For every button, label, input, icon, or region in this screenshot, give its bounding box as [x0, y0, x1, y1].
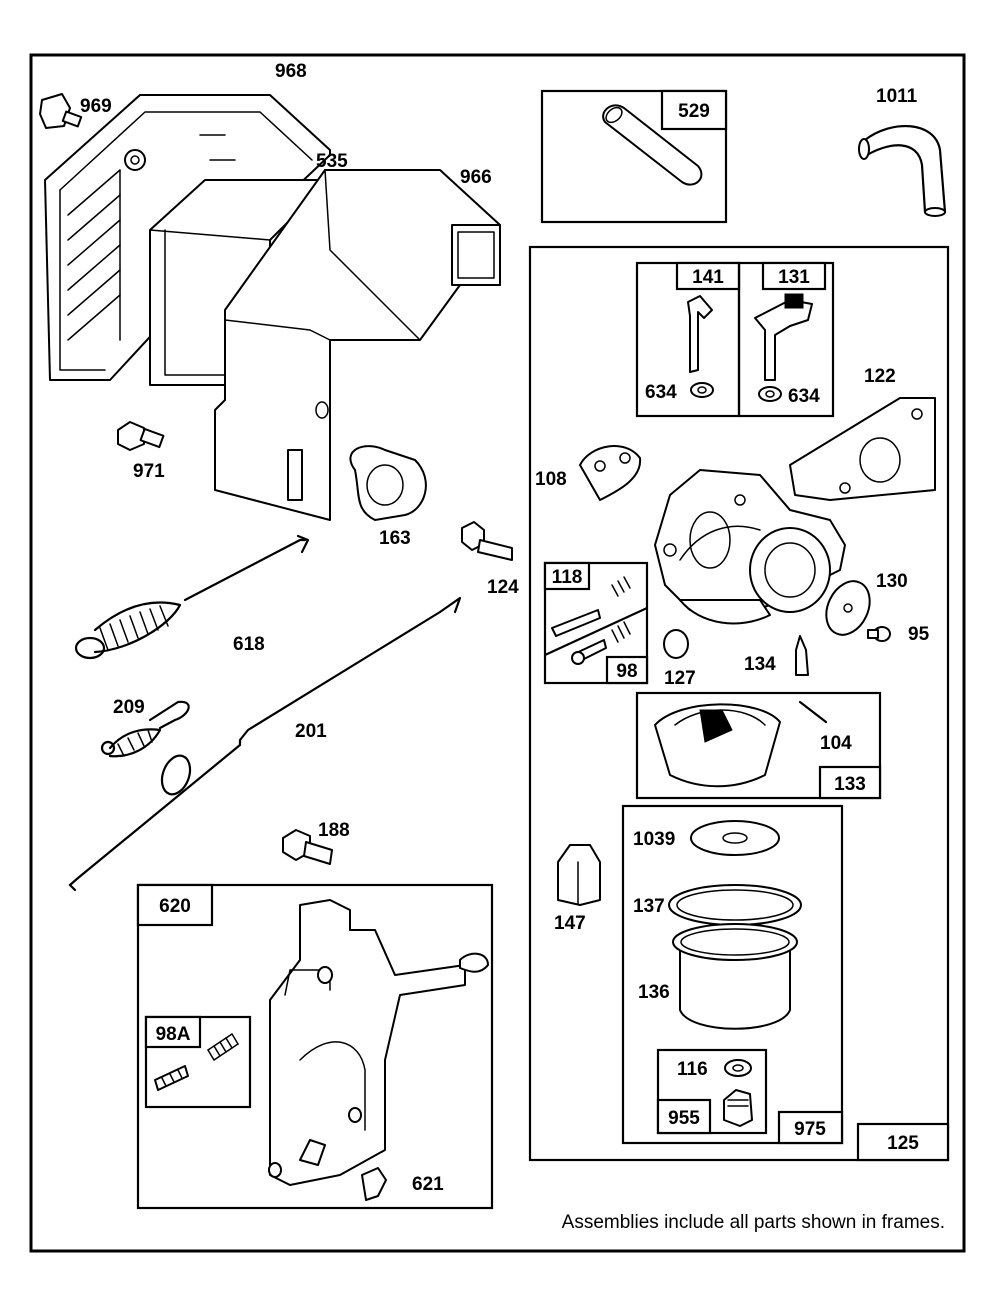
frame-529 — [540, 89, 728, 224]
label-136: 136 — [638, 982, 670, 1003]
stud-124 — [461, 521, 513, 561]
label-955: 955 — [668, 1108, 700, 1129]
gasket-163 — [349, 445, 427, 521]
welch-plug-127 — [663, 629, 689, 659]
label-535: 535 — [316, 151, 348, 172]
governor-bracket-620 — [268, 899, 489, 1186]
label-108: 108 — [535, 469, 567, 490]
bolt-971 — [117, 421, 165, 451]
label-127: 127 — [664, 668, 696, 689]
label-130: 130 — [876, 571, 908, 592]
bolt-188 — [282, 829, 333, 865]
disc-130 — [825, 580, 871, 636]
choke-shaft-131 — [754, 293, 813, 402]
elbow-hose-1011 — [858, 124, 947, 217]
insulator-122 — [789, 397, 936, 501]
outer-border — [29, 53, 966, 1253]
label-975: 975 — [794, 1119, 826, 1140]
label-969: 969 — [80, 96, 112, 117]
governor-link-201 — [68, 596, 462, 892]
label-98a: 98A — [156, 1024, 191, 1045]
label-966: 966 — [460, 167, 492, 188]
nut-147 — [557, 844, 601, 906]
air-cleaner-cover-966 — [214, 169, 501, 521]
label-621: 621 — [412, 1174, 444, 1195]
needle-134 — [795, 635, 809, 676]
spring-618 — [74, 534, 310, 660]
frame-620 — [136, 883, 494, 1210]
spring-209 — [100, 700, 190, 758]
label-634-a: 634 — [645, 382, 677, 403]
label-134: 134 — [744, 654, 776, 675]
bowl-nut-955 — [723, 1089, 753, 1127]
bowl-gasket-137 — [668, 884, 802, 926]
screw-95 — [867, 626, 891, 642]
carburetor-body — [654, 469, 846, 625]
label-124: 124 — [487, 577, 519, 598]
label-137: 137 — [633, 896, 665, 917]
footnote: Assemblies include all parts shown in fr… — [562, 1212, 945, 1233]
label-618: 618 — [233, 634, 265, 655]
plate-108 — [579, 445, 642, 501]
label-620: 620 — [159, 896, 191, 917]
frame-125 — [528, 245, 950, 1162]
screw-98 — [571, 621, 631, 665]
label-104: 104 — [820, 733, 852, 754]
label-188: 188 — [318, 820, 350, 841]
washer-116 — [724, 1059, 752, 1077]
spring-98a — [207, 1033, 239, 1061]
frame-955 — [656, 1048, 768, 1135]
label-634-b: 634 — [788, 386, 820, 407]
label-147: 147 — [554, 913, 586, 934]
float-bowl-136 — [672, 923, 798, 1030]
throttle-shaft-141 — [687, 295, 714, 398]
label-968: 968 — [275, 61, 307, 82]
label-131: 131 — [778, 267, 810, 288]
label-529: 529 — [678, 101, 710, 122]
screw-98a — [154, 1065, 189, 1091]
knob-969 — [39, 93, 83, 129]
frame-975 — [621, 804, 844, 1145]
float-133 — [654, 703, 781, 788]
label-971: 971 — [133, 461, 165, 482]
label-163: 163 — [379, 528, 411, 549]
label-1039: 1039 — [633, 829, 675, 850]
fuel-line-529 — [602, 104, 703, 186]
frame-118 — [543, 561, 649, 685]
label-209: 209 — [113, 697, 145, 718]
label-1011: 1011 — [876, 86, 918, 107]
label-133: 133 — [834, 774, 866, 795]
screw-118 — [551, 576, 631, 637]
label-125: 125 — [887, 1133, 919, 1154]
clip-621 — [361, 1167, 387, 1201]
label-141: 141 — [692, 267, 724, 288]
label-201: 201 — [295, 721, 327, 742]
label-98: 98 — [616, 661, 637, 682]
pin-104 — [798, 700, 828, 724]
label-118: 118 — [552, 567, 583, 588]
frame-133 — [635, 691, 882, 800]
label-122: 122 — [864, 366, 896, 387]
label-116: 116 — [677, 1059, 708, 1080]
label-95: 95 — [908, 624, 930, 645]
gasket-1039 — [690, 820, 780, 856]
